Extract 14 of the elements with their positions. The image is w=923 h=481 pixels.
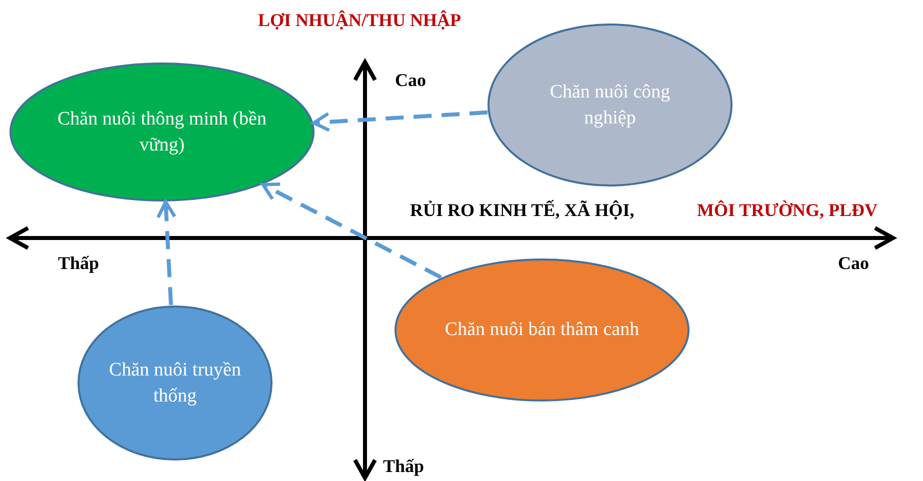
axis-label: Cao — [838, 253, 869, 274]
arrow — [261, 182, 442, 280]
axis-label: Thấp — [58, 253, 100, 274]
axis-label: Thấp — [383, 456, 424, 477]
arrow — [312, 110, 488, 132]
axis-label: RỦI RO KINH TẾ, XÃ HỘI, — [410, 200, 634, 221]
node-label: Chăn nuôi truyền thống — [108, 358, 242, 408]
node-label: Chăn nuôi bán thâm canh — [444, 318, 640, 342]
axis-label: Cao — [395, 70, 426, 91]
node-label: Chăn nuôi thông minh (bền vững) — [56, 107, 268, 157]
node-label: Chăn nuôi công nghiệp — [548, 80, 672, 130]
axis-label: LỢI NHUẬN/THU NHẬP — [258, 10, 462, 31]
arrow — [156, 200, 176, 306]
axis-label: MÔI TRƯỜNG, PLĐV — [697, 200, 878, 221]
